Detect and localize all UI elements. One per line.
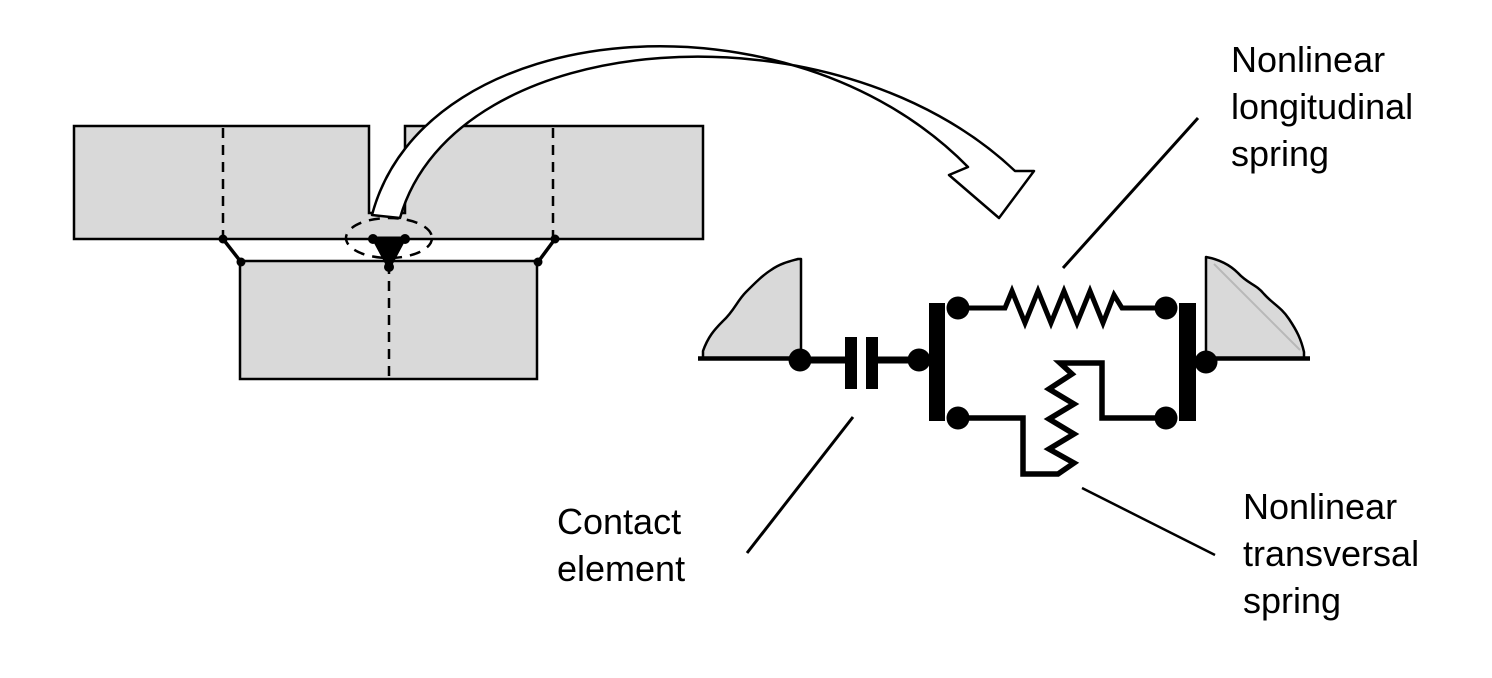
joint-crack-marker xyxy=(368,234,410,272)
interface-link-left xyxy=(218,234,246,267)
node-bar-left-top xyxy=(946,296,970,320)
right-fragment-highlight xyxy=(1213,263,1301,351)
nonlinear-transversal-spring-symbol xyxy=(953,360,1168,477)
nonlinear-longitudinal-spring-symbol xyxy=(953,284,1171,330)
detail-zoom-arrow xyxy=(370,45,1036,220)
left-masonry-fragment xyxy=(701,257,803,360)
leader-transversal-spring xyxy=(1081,486,1216,557)
leader-longitudinal-spring xyxy=(1061,116,1200,270)
node-left-fragment xyxy=(788,348,812,372)
label-transversal-spring-line3: spring xyxy=(1243,580,1342,621)
interface-link-right xyxy=(533,234,560,267)
label-transversal-spring-line2: transversal xyxy=(1243,533,1420,574)
label-transversal-spring: Nonlinear transversal spring xyxy=(1243,483,1419,624)
contact-spring-model xyxy=(698,255,1310,477)
masonry-joint-section xyxy=(72,124,705,381)
label-contact-element-line2: element xyxy=(557,548,686,589)
label-longitudinal-spring-line1: Nonlinear xyxy=(1231,39,1386,80)
right-masonry-fragment xyxy=(1204,255,1306,360)
node-right-fragment xyxy=(1194,350,1218,374)
label-longitudinal-spring-line2: longitudinal xyxy=(1231,86,1414,127)
leader-contact-element xyxy=(745,416,855,554)
label-contact-element-line1: Contact xyxy=(557,501,682,542)
node-bar-right-top xyxy=(1154,296,1178,320)
node-bar-left-bottom xyxy=(946,406,970,430)
label-longitudinal-spring-line3: spring xyxy=(1231,133,1330,174)
node-contact-to-bar xyxy=(907,348,931,372)
node-bar-right-bottom xyxy=(1154,406,1178,430)
label-transversal-spring-line1: Nonlinear xyxy=(1243,486,1398,527)
rigid-bar-right xyxy=(1179,303,1196,421)
rigid-bar-left xyxy=(929,303,945,421)
top-masonry-course xyxy=(72,124,705,241)
contact-element-symbol xyxy=(800,337,922,389)
label-longitudinal-spring: Nonlinear longitudinal spring xyxy=(1231,36,1413,177)
label-contact-element: Contact element xyxy=(557,498,685,592)
